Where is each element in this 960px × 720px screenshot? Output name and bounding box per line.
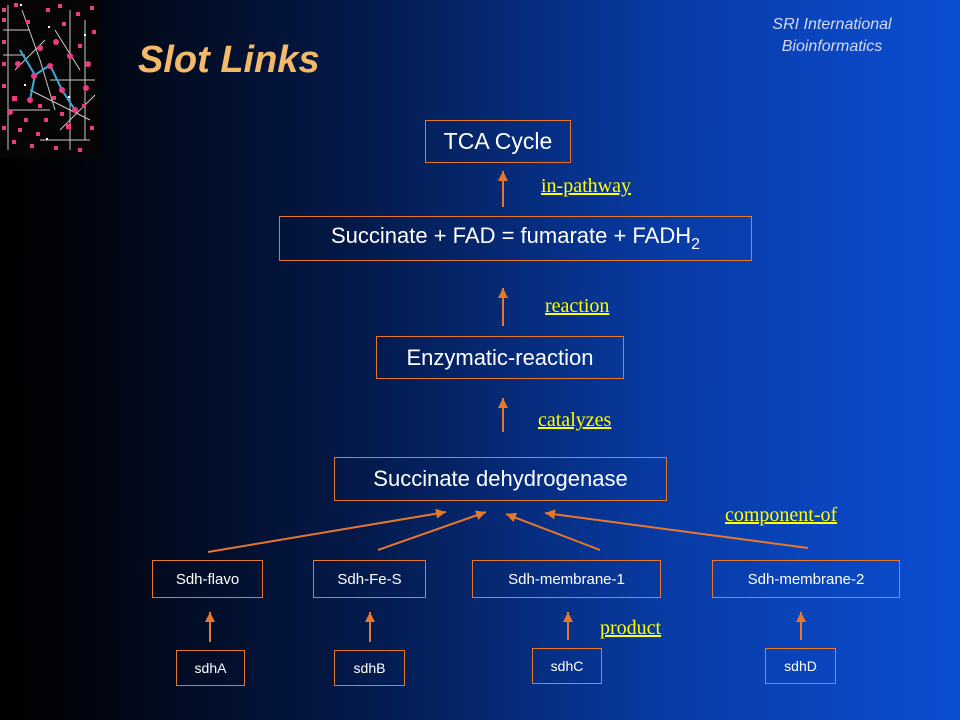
- organization-department: Bioinformatics: [781, 38, 883, 55]
- pathway-node: TCA Cycle: [425, 120, 571, 163]
- enzymatic-reaction-node-label: Enzymatic-reaction: [406, 344, 594, 370]
- pathway-thumbnail-image: [0, 0, 100, 157]
- organization-name: SRI International: [772, 16, 892, 33]
- subunit-node-sdh-membrane-2: Sdh-membrane-2: [712, 560, 900, 598]
- reaction-equation: Succinate + FAD = fumarate + FADH: [330, 223, 692, 248]
- subunit-node-sdh-membrane-1: Sdh-membrane-1: [472, 560, 661, 598]
- subunit-node-label: Sdh-membrane-1: [508, 570, 625, 588]
- gene-node-label: sdhA: [194, 660, 227, 676]
- catalyzes-label: catalyzes: [538, 409, 612, 431]
- reaction-subscript: 2: [691, 236, 701, 253]
- gene-node-sdhd: sdhD: [765, 648, 836, 684]
- enzymatic-reaction-node: Enzymatic-reaction: [376, 336, 624, 379]
- gene-node-label: sdhB: [353, 660, 386, 676]
- component-of-label: component-of: [725, 504, 838, 526]
- pathway-node-label: TCA Cycle: [443, 128, 553, 154]
- enzyme-node: Succinate dehydrogenase: [334, 457, 667, 501]
- reaction-slot-label: reaction: [545, 295, 610, 317]
- gene-node-label: sdhD: [784, 658, 817, 674]
- component-of-arrow-membrane-1: [505, 512, 601, 551]
- subunit-node-label: Sdh-flavo: [175, 570, 240, 588]
- reaction-node: Succinate + FAD = fumarate + FADH2: [279, 216, 752, 261]
- subunit-node-sdh-fe-s: Sdh-Fe-S: [313, 560, 426, 598]
- slide-title: Slot Links: [138, 39, 320, 81]
- subunit-node-label: Sdh-Fe-S: [337, 570, 402, 588]
- gene-node-sdhb: sdhB: [334, 650, 405, 686]
- component-of-arrow-fe-s: [377, 510, 487, 551]
- reaction-node-label: Succinate + FAD = fumarate + FADH2: [331, 223, 700, 254]
- gene-node-sdha: sdhA: [176, 650, 245, 686]
- gene-node-sdhc: sdhC: [532, 648, 602, 684]
- component-of-arrow-membrane-2: [544, 509, 809, 549]
- component-of-arrow-flavo: [207, 508, 447, 553]
- subunit-node-label: Sdh-membrane-2: [747, 570, 865, 588]
- product-label: product: [600, 617, 662, 639]
- organization-label: SRI International Bioinformatics: [732, 14, 932, 58]
- gene-node-label: sdhC: [550, 658, 584, 674]
- in-pathway-label: in-pathway: [541, 175, 631, 197]
- enzyme-node-label: Succinate dehydrogenase: [373, 466, 628, 491]
- subunit-node-sdh-flavo: Sdh-flavo: [152, 560, 263, 598]
